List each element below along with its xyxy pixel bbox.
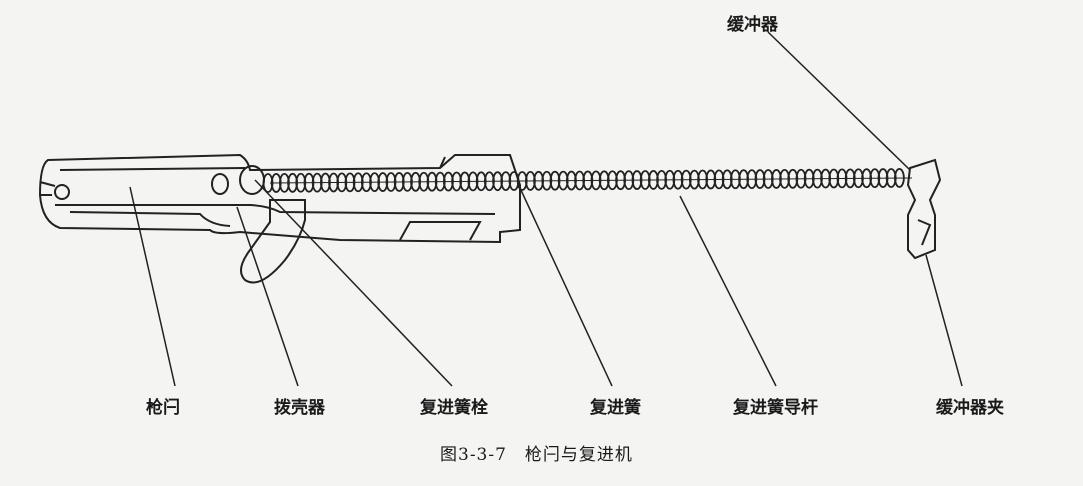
label-buffer-clip: 缓冲器夹 <box>936 398 1004 418</box>
figure-caption: 图3-3-7 枪闩与复进机 <box>440 445 633 465</box>
label-bolt: 枪闩 <box>146 398 180 418</box>
bolt <box>38 153 521 244</box>
spring-guide-rod <box>269 177 913 184</box>
buffer <box>906 158 942 260</box>
label-buffer: 缓冲器 <box>727 15 778 35</box>
label-recoil-spring: 复进簧 <box>590 398 641 418</box>
label-spring-pin: 复进簧栓 <box>420 398 488 418</box>
label-spring-guide: 复进簧导杆 <box>733 398 818 418</box>
leader-lines <box>129 31 963 387</box>
label-ejector: 拨壳器 <box>274 398 325 418</box>
